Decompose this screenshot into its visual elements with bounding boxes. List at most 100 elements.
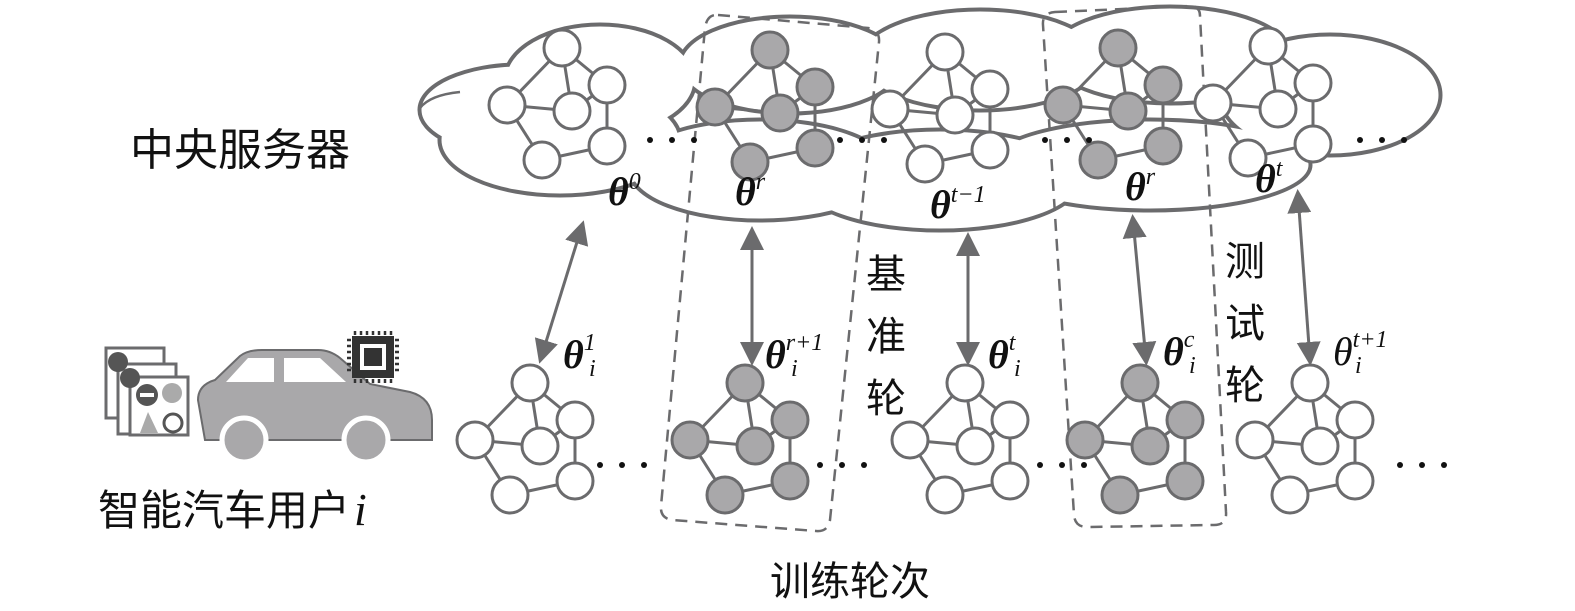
graph-node [1165, 400, 1205, 440]
graph-node [555, 461, 595, 501]
ellipsis-dot [1441, 462, 1447, 468]
chip-icon [347, 331, 399, 383]
client-param-label: θ1 [563, 330, 596, 377]
graph-node [552, 91, 592, 131]
ellipsis-dot [1059, 462, 1065, 468]
graph-node [760, 93, 800, 133]
graph-node [935, 95, 975, 135]
user-label: 智能汽车用户i [98, 484, 367, 535]
ellipsis-dot [1042, 137, 1048, 143]
client-param-label: θt [988, 330, 1017, 377]
client-param-label: θr+1 [765, 330, 823, 377]
graph-node [695, 87, 735, 127]
graph-node [925, 475, 965, 515]
graph-node [725, 363, 765, 403]
ellipsis-dot [1397, 462, 1403, 468]
graph-node [905, 144, 945, 184]
graph-node [795, 67, 835, 107]
ellipsis-dot [839, 462, 845, 468]
graph-node [1235, 420, 1275, 460]
graph-node [1258, 89, 1298, 129]
graph-node [1100, 475, 1140, 515]
graph-node [1193, 83, 1233, 123]
graph-node [1293, 124, 1333, 164]
graph-node [970, 69, 1010, 109]
graph-node [1290, 363, 1330, 403]
graph-node [1143, 65, 1183, 105]
test-round-label: 测 试 轮 [1225, 239, 1265, 409]
graph-node [1098, 28, 1138, 68]
ellipsis-dot [1064, 137, 1070, 143]
client-param-subscript: i [791, 356, 798, 382]
dashed-round-boxes [659, 4, 1228, 533]
graph-node [770, 461, 810, 501]
cloud-fill [991, 121, 1309, 209]
graph-node [990, 400, 1030, 440]
server-param-label: θr [735, 169, 766, 214]
ellipsis-dot [1086, 137, 1092, 143]
server-model-graph [1193, 26, 1333, 178]
graph-node [1143, 126, 1183, 166]
client-model-graph [1065, 363, 1205, 515]
ellipsis-dot [881, 137, 887, 143]
graph-node [730, 142, 770, 182]
svg-text:轮: 轮 [1225, 363, 1265, 409]
server-model-graph [695, 30, 835, 182]
graph-node [542, 28, 582, 68]
graph-node [870, 89, 910, 129]
client-model-graph [455, 363, 595, 515]
ellipsis-dot [669, 137, 675, 143]
graph-node [925, 32, 965, 72]
graph-node [1293, 63, 1333, 103]
graph-node [1043, 85, 1083, 125]
graph-node [750, 30, 790, 70]
benchmark-round-box [659, 13, 881, 533]
graph-node [1130, 426, 1170, 466]
server-model-graph [1043, 28, 1183, 180]
test-round-box [1041, 4, 1228, 529]
ellipsis-dot [861, 462, 867, 468]
graph-node [587, 126, 627, 166]
graph-node [735, 426, 775, 466]
graph-node [795, 128, 835, 168]
server-label: 中央服务器 [130, 125, 350, 176]
ellipsis-dot [1419, 462, 1425, 468]
client-model-graph [1235, 363, 1375, 515]
graph-node [455, 420, 495, 460]
client-param-label: θc [1163, 327, 1195, 374]
graph-node [1065, 420, 1105, 460]
ellipsis-dot [647, 137, 653, 143]
graph-node [1248, 26, 1288, 66]
graph-node [555, 400, 595, 440]
graph-node [587, 65, 627, 105]
client-param-subscript: i [1014, 356, 1021, 382]
sync-arrow [1287, 189, 1321, 366]
graph-node [1078, 140, 1118, 180]
ellipsis-dot [837, 137, 843, 143]
sync-arrow [1122, 214, 1157, 366]
graph-node [990, 461, 1030, 501]
svg-text:基: 基 [866, 252, 906, 298]
client-param-subscript: i [1355, 353, 1362, 379]
client-param-subscript: i [589, 356, 596, 382]
ellipsis-dot [597, 462, 603, 468]
graph-node [945, 363, 985, 403]
graph-node [522, 140, 562, 180]
ellipsis-dot [1401, 137, 1407, 143]
graph-node [1300, 426, 1340, 466]
server-model-graph [870, 32, 1010, 184]
graph-node [1165, 461, 1205, 501]
ellipsis-dot [619, 462, 625, 468]
server-model-graph [487, 28, 627, 180]
ellipsis-dot [1081, 462, 1087, 468]
graph-node [520, 426, 560, 466]
svg-text:轮: 轮 [866, 376, 906, 422]
graph-node [490, 475, 530, 515]
graph-node [890, 420, 930, 460]
client-param-subscript: i [1189, 353, 1196, 379]
server-param-label: θt [1255, 156, 1284, 201]
server-param-label: θ0 [608, 169, 641, 214]
graph-node [1335, 461, 1375, 501]
cloud-fill [861, 11, 1099, 109]
